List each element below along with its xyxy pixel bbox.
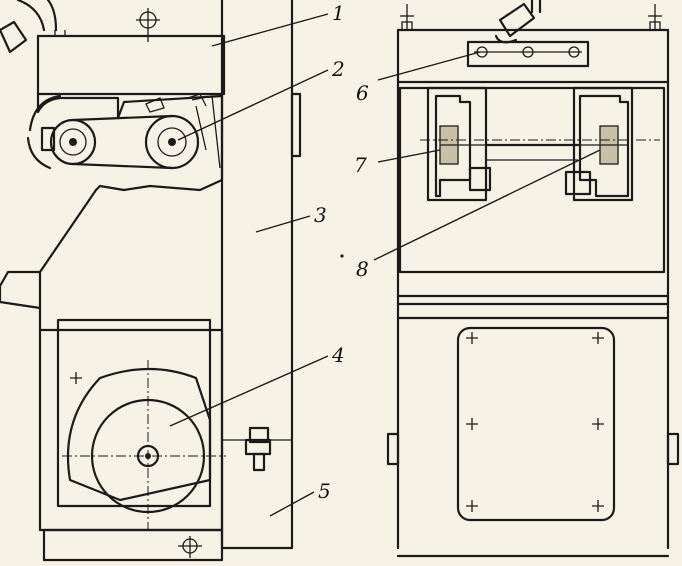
front-upper-body (396, 80, 670, 550)
callout-4: 4 (331, 343, 345, 367)
callout-2: 2 (331, 57, 345, 81)
front-top-frame (396, 4, 670, 84)
lower-cabinet (38, 318, 226, 532)
front-view (386, 0, 680, 558)
base (42, 528, 224, 562)
column-clamp (244, 426, 272, 472)
top-housing (36, 34, 226, 96)
body-outline (0, 188, 98, 332)
belt-drive (26, 92, 224, 192)
callout-8: 8 (356, 257, 369, 281)
mounting-plate (466, 40, 590, 68)
callout-7: 7 (354, 153, 367, 177)
top-bolt-mark (136, 8, 160, 42)
column-handle (290, 92, 302, 158)
lamp-front (494, 0, 542, 44)
side-view (0, 0, 302, 562)
callout-6: 6 (356, 81, 369, 105)
grinding-head-left (426, 86, 492, 202)
front-lower-cabinet (386, 316, 680, 558)
callout-5: 5 (318, 479, 331, 503)
leader-lines (169, 13, 601, 517)
main-column (220, 0, 294, 550)
spindle-shaft (420, 139, 660, 161)
callout-labels: 1 2 3 4 5 6 7 8 (314, 1, 369, 503)
lamp-left (0, 0, 58, 54)
callout-1: 1 (332, 1, 345, 25)
callout-3: 3 (314, 203, 327, 227)
